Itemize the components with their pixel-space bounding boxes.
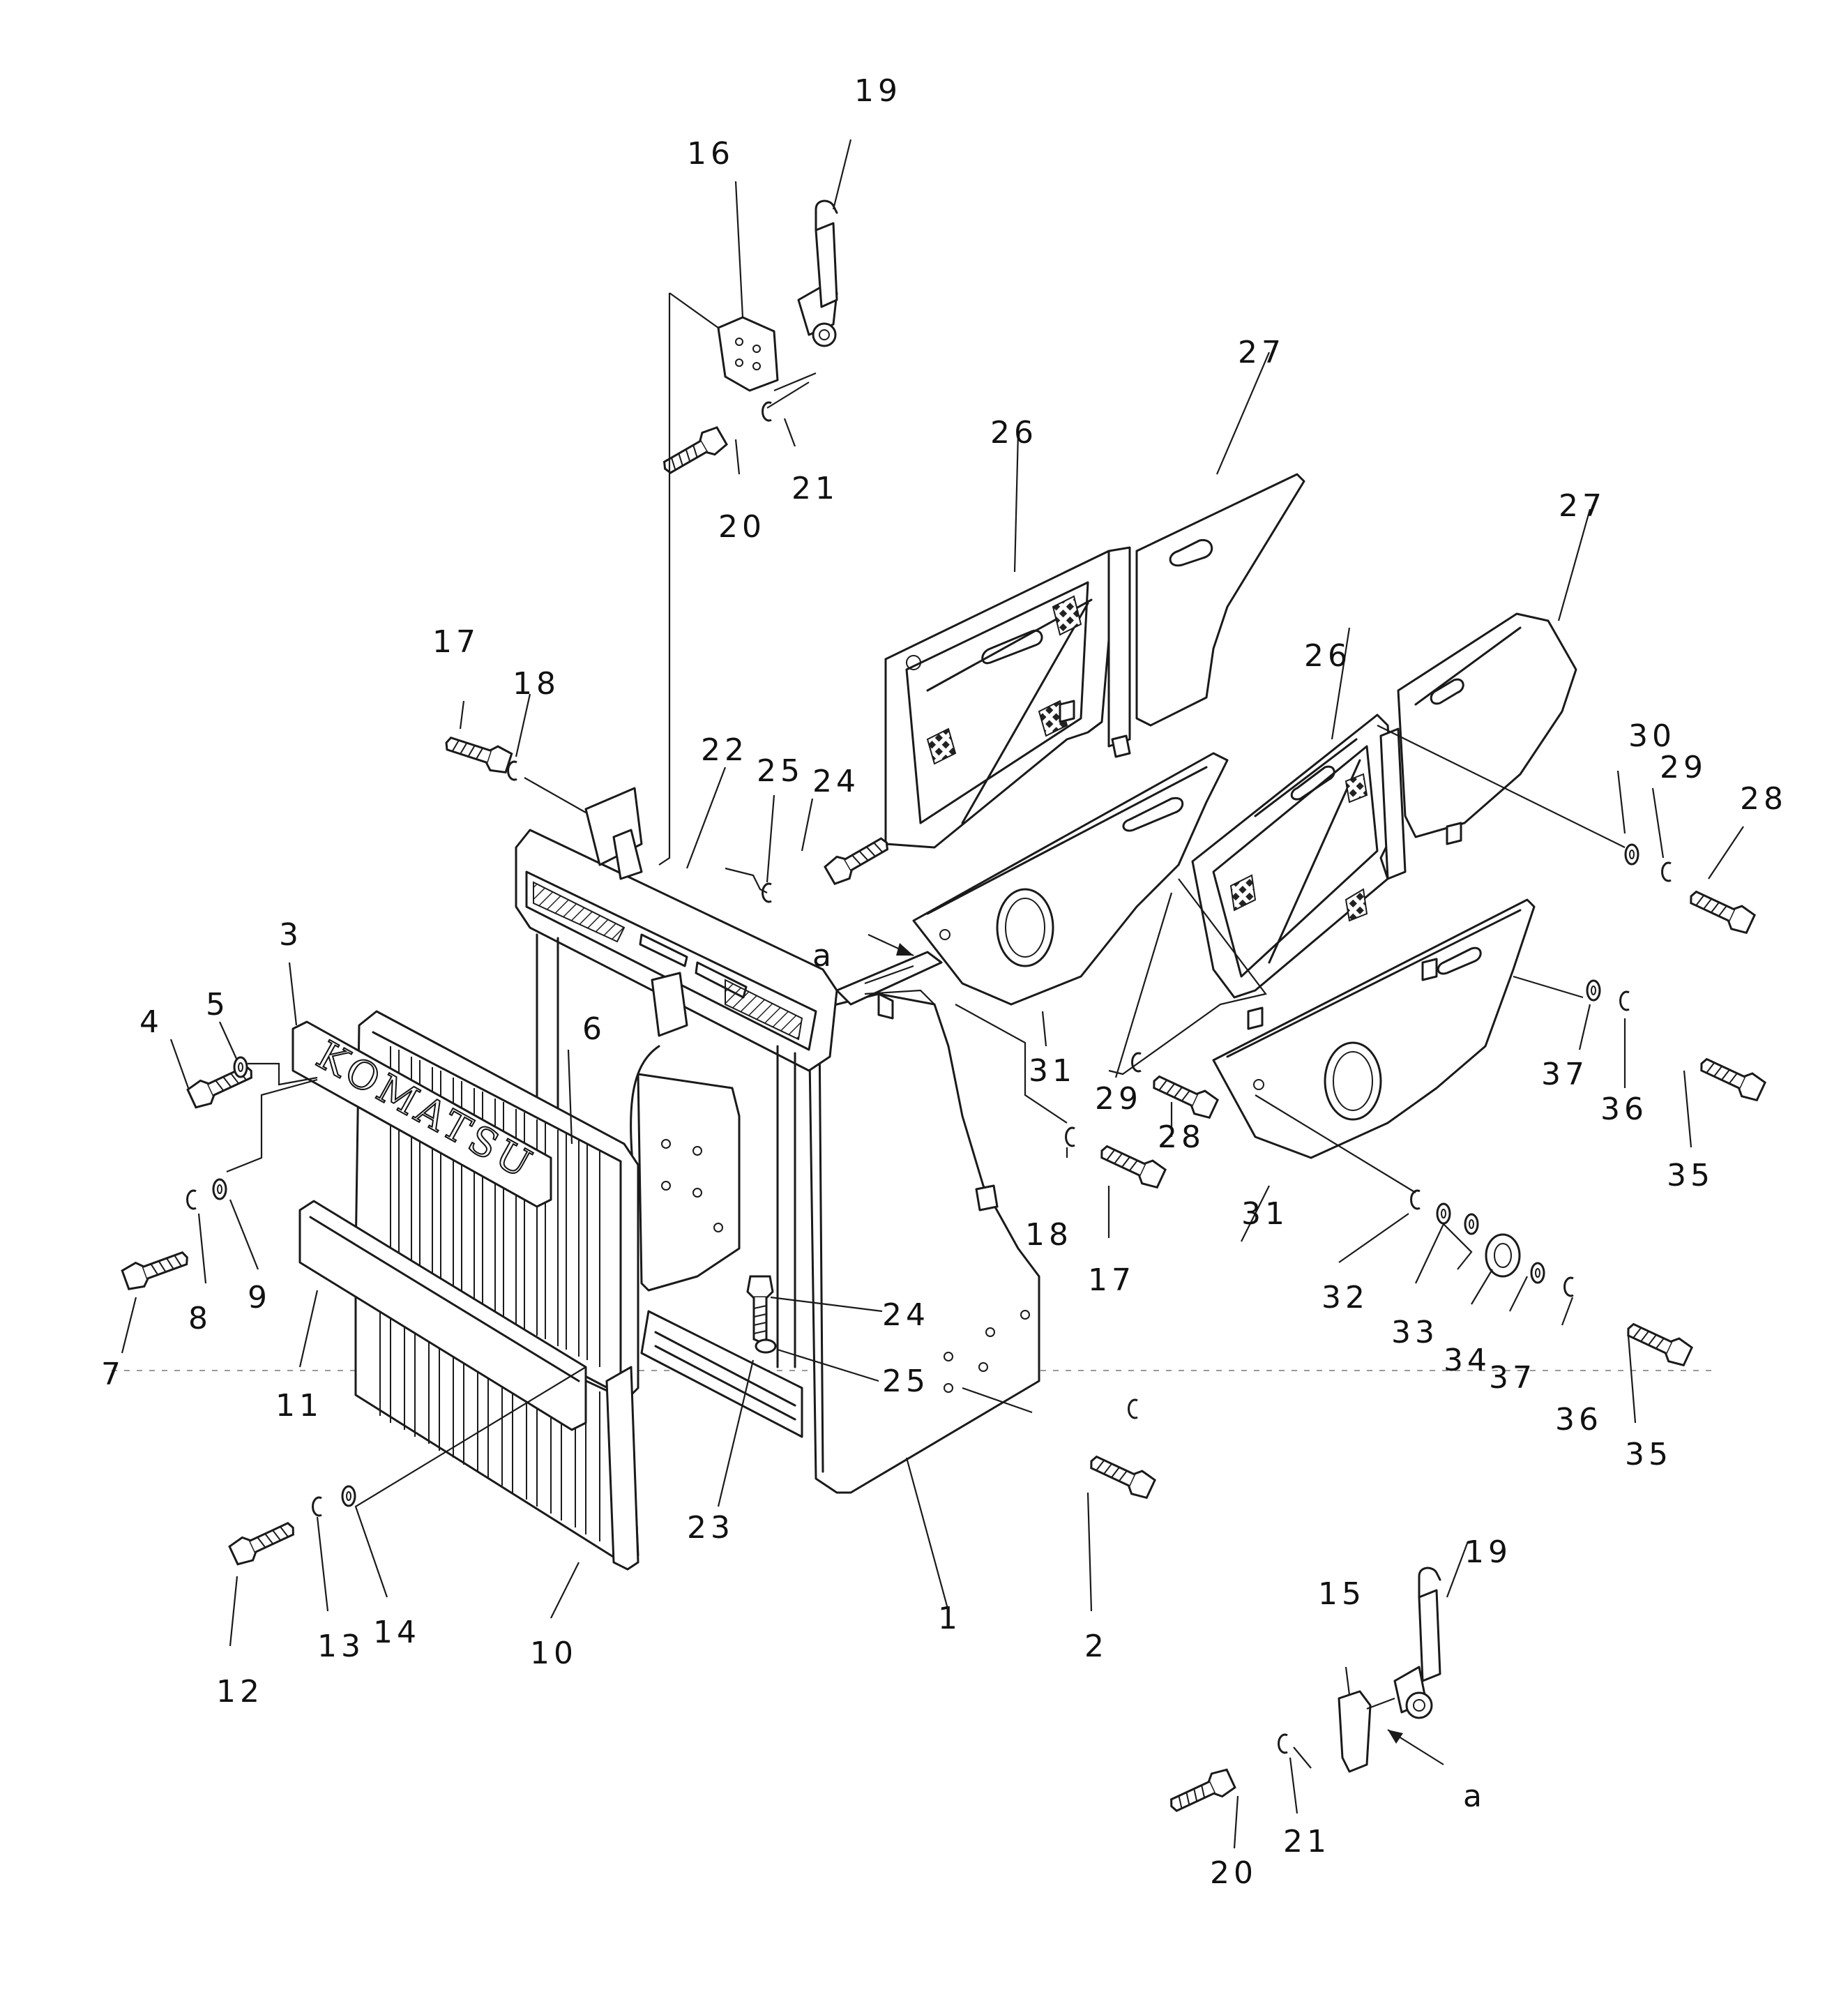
callout-28-left: 28 <box>1158 1119 1205 1155</box>
callout-18-right: 18 <box>1025 1217 1073 1253</box>
callout-12: 12 <box>216 1674 264 1710</box>
callout-16: 16 <box>687 136 734 172</box>
fasteners <box>120 730 1768 1568</box>
callout-37-top: 37 <box>1541 1057 1589 1092</box>
callout-33: 33 <box>1391 1315 1439 1350</box>
callout-31-left: 31 <box>1029 1053 1076 1089</box>
right-door-set <box>1191 612 1577 1159</box>
callout-19-bottom: 19 <box>1464 1534 1512 1570</box>
callout-35-bottom: 35 <box>1625 1437 1672 1472</box>
callout-21-bottom: 21 <box>1283 1824 1331 1859</box>
view-marker-top: a <box>812 938 835 974</box>
left-door-set <box>884 473 1305 1006</box>
callout-3: 3 <box>279 917 303 953</box>
callout-24-top: 24 <box>812 764 860 799</box>
callout-7: 7 <box>101 1357 125 1392</box>
callout-15: 15 <box>1318 1576 1365 1612</box>
callout-8: 8 <box>188 1301 212 1336</box>
view-marker-bottom: a <box>1463 1779 1486 1814</box>
callout-25-top: 25 <box>757 753 804 789</box>
callout-6: 6 <box>582 1011 606 1047</box>
bolt-20-bottom <box>1165 1766 1238 1819</box>
top-hinge-assembly <box>717 199 838 392</box>
callout-29-right: 29 <box>1660 750 1707 785</box>
callout-36-top: 36 <box>1600 1092 1648 1127</box>
lockwasher-21-top <box>762 401 773 422</box>
callout-5: 5 <box>206 987 229 1022</box>
callout-37-bottom: 37 <box>1489 1360 1536 1396</box>
callout-27-right: 27 <box>1559 488 1606 524</box>
callout-31-right: 31 <box>1241 1196 1289 1232</box>
callout-35-top: 35 <box>1667 1158 1714 1193</box>
callout-20-top: 20 <box>718 509 766 545</box>
callout-26-right: 26 <box>1304 638 1351 674</box>
callout-10: 10 <box>530 1636 577 1671</box>
callout-14: 14 <box>373 1615 421 1650</box>
callout-24-mid: 24 <box>882 1297 930 1333</box>
leader-lines <box>121 139 1744 1849</box>
callout-17-right: 17 <box>1088 1262 1135 1298</box>
callout-23: 23 <box>687 1510 734 1546</box>
callout-26-left: 26 <box>990 415 1038 451</box>
callout-11: 11 <box>275 1388 323 1424</box>
callout-19-top: 19 <box>854 73 902 109</box>
callout-28-right: 28 <box>1740 781 1787 817</box>
bottom-hinge-assembly <box>1338 1567 1441 1773</box>
callout-29-left: 29 <box>1095 1081 1142 1117</box>
callout-17-left: 17 <box>432 624 480 660</box>
lower-grille <box>354 1282 639 1571</box>
callout-18-left: 18 <box>513 666 560 702</box>
callout-34: 34 <box>1444 1343 1491 1378</box>
lower-trim-bar <box>298 1200 587 1431</box>
callout-25-mid: 25 <box>882 1364 930 1399</box>
lockwasher-21-bottom <box>1278 1733 1289 1754</box>
callout-36-bottom: 36 <box>1555 1402 1603 1437</box>
callout-27-left: 27 <box>1238 335 1285 370</box>
callout-2: 2 <box>1084 1629 1108 1664</box>
grille-slats <box>390 1046 600 1367</box>
callout-9: 9 <box>248 1280 271 1315</box>
callout-30: 30 <box>1628 718 1676 754</box>
callout-32: 32 <box>1321 1280 1369 1315</box>
callout-13: 13 <box>317 1629 365 1664</box>
callout-labels: 19 16 21 20 17 18 22 25 24 3 5 4 6 7 8 9… <box>101 73 1787 1891</box>
view-arrow-bottom: a <box>1387 1729 1486 1814</box>
callout-4: 4 <box>139 1004 163 1040</box>
callout-22: 22 <box>701 732 748 768</box>
view-arrow-top: a <box>812 934 914 974</box>
callout-1: 1 <box>938 1601 962 1636</box>
callout-20-bottom: 20 <box>1210 1855 1257 1891</box>
guard-frame-assembly <box>515 787 1040 1494</box>
callout-21-top: 21 <box>792 471 839 506</box>
